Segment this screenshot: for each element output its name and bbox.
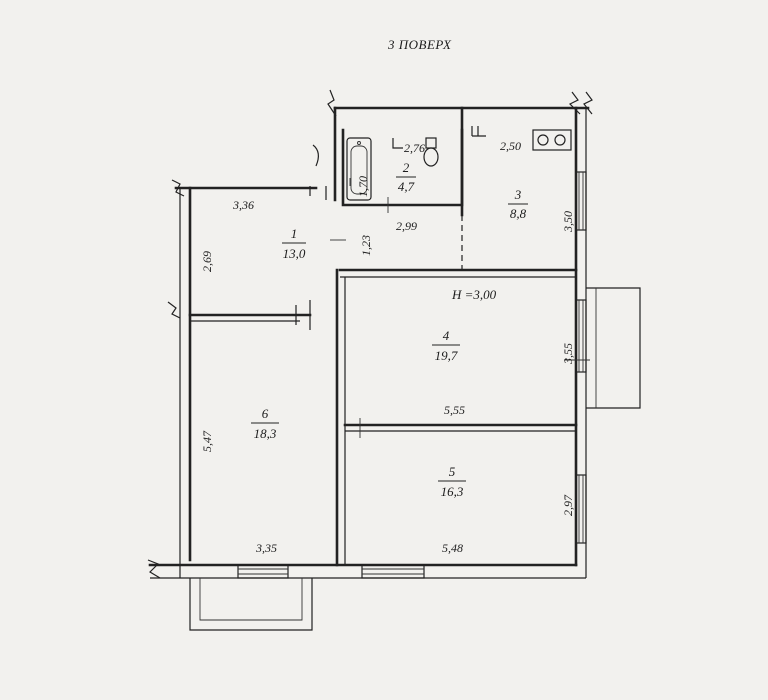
toilet-icon [423,137,439,167]
svg-text:4,7: 4,7 [398,179,415,194]
svg-text:13,0: 13,0 [283,246,306,261]
svg-text:18,3: 18,3 [254,426,277,441]
dim-kitchen-length: 3,50 [561,211,575,233]
dim-room5-width: 5,48 [442,541,463,555]
svg-text:19,7: 19,7 [435,348,458,363]
dim-bath-bottom: 2,99 [396,219,417,233]
svg-text:1: 1 [291,226,298,241]
room-4-label: 4 19,7 [432,328,460,363]
svg-text:5: 5 [449,464,456,479]
room-5-label: 5 16,3 [438,464,466,499]
svg-text:8,8: 8,8 [510,206,527,221]
dim-room6-length: 5,47 [200,430,214,452]
svg-text:6: 6 [262,406,269,421]
dim-room4-length: 3,55 [561,343,575,365]
kitchen-sink-icon [471,126,486,137]
entrance-door-icon [312,144,319,167]
room-6-label: 6 18,3 [251,406,279,441]
dim-room4-width: 5,55 [444,403,465,417]
dim-bath-length: 1,70 [356,176,370,197]
stove-icon [532,129,572,151]
dimension-ticks [330,178,590,438]
sink-icon [392,138,403,149]
balcony-right [586,287,641,409]
wall-break-marks [147,89,593,579]
dim-room5-length: 2,97 [561,494,575,516]
balcony-bottom [189,578,313,631]
plan-title: 3 ПОВЕРХ [387,37,452,52]
svg-text:16,3: 16,3 [441,484,464,499]
dim-room6-width: 3,35 [255,541,277,555]
room-1-label: 1 13,0 [282,226,306,261]
dim-room1-height: 2,69 [200,251,214,272]
dim-corridor-width: 3,36 [232,198,254,212]
entrance-jamb [309,186,327,200]
interior-walls [188,106,578,567]
bathtub-icon [346,137,372,201]
svg-text:3: 3 [514,187,522,202]
room-2-label: 2 4,7 [396,160,416,194]
windows-bottom [237,564,425,579]
svg-text:4: 4 [443,328,450,343]
svg-text:2: 2 [403,160,410,175]
windows-right [575,171,587,544]
dim-corridor-opening: 1,23 [359,235,373,256]
ceiling-height-note: H =3,00 [451,287,497,302]
dim-bath-width: 2,76 [404,141,425,155]
dim-kitchen-width: 2,50 [500,139,521,153]
room-3-label: 3 8,8 [508,187,528,221]
